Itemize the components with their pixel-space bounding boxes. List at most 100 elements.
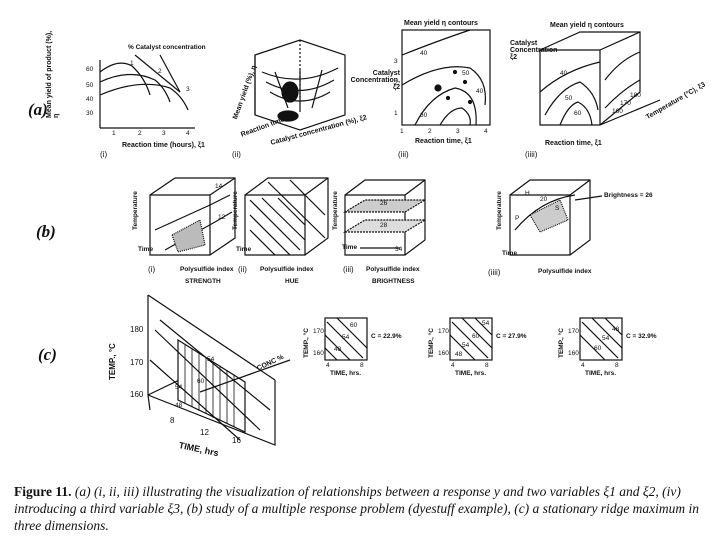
c-s3-contour-54: 54 [602,335,610,342]
b-ii-time: Time [236,246,252,253]
a-i-curve-1: 1 [130,60,134,67]
c-s2-xtick-8: 8 [485,362,489,369]
c-s1-contour-54: 54 [342,334,350,341]
c-s1-xtick-8: 8 [360,362,364,369]
b-i-ylabel: Temperature [132,191,139,230]
b-iii-ylabel: Temperature [332,191,339,230]
b-iii-xlabel: Polysulfide index [366,266,420,273]
a-i-xtick-3: 3 [162,130,166,137]
b-iii-label-34: 34 [395,246,403,253]
b-ii-xlabel: Polysulfide index [260,266,314,273]
b-iii-numeral: (iii) [343,265,354,274]
c-s3-xtick-4: 4 [581,362,585,369]
c-s2-contour-60: 60 [472,333,480,340]
c-s1-contour-48: 48 [334,346,342,353]
c-s3-ytick-170: 170 [568,328,579,335]
c-main-xtick-16: 16 [232,436,241,445]
a-iii-xtick-4: 4 [484,128,488,135]
c-main-contour-54a: 54 [207,356,215,363]
b-iii-label-28: 28 [380,222,388,229]
c-s1-ytick-160: 160 [313,350,324,357]
panel-c-slice-1 [324,317,368,361]
c-s3-xlabel: TIME, hrs. [585,370,617,377]
panel-c-slice-3 [579,317,623,361]
b-iv-time: Time [502,250,518,257]
a-iii-ytick-1: 1 [394,110,398,117]
a-i-curve-2: 2 [158,68,162,75]
c-s2-ylabel: TEMP., °C [428,328,435,358]
figure-caption-text: (a) (i, ii, iii) illustrating the visual… [14,484,700,533]
a-iv-numeral: (iiii) [525,150,538,159]
panel-a-ii-surface [254,39,346,131]
a-iv-ylabel: Catalyst Concentration ξ2 [510,40,558,61]
panel-b-iii-cube [342,179,428,256]
b-i-caption: STRENGTH [185,278,221,285]
row-label-a: (a) [28,100,48,119]
c-main-ylabel: TEMP., °C [108,343,117,380]
panel-b-i-cube [149,177,236,256]
a-i-ytick-30: 30 [86,110,94,117]
a-iv-contour-60: 60 [574,110,582,117]
a-i-ylabel: Mean yield of product (%), η [46,30,60,118]
a-i-ytick-50: 50 [86,82,94,89]
c-s2-ytick-160: 160 [438,350,449,357]
c-s2-ytick-170: 170 [438,328,449,335]
c-s1-ylabel: TEMP., °C [303,328,310,358]
c-s3-ylabel: TEMP., °C [558,328,565,358]
a-iii-contour-40: 40 [420,50,428,57]
a-iii-numeral: (iii) [398,150,409,159]
panel-c-main-3d [147,294,291,446]
a-iv-contour-40: 40 [560,70,568,77]
panel-c-slice-2 [449,317,493,361]
panel-a-i-plot [99,54,195,129]
b-iv-numeral: (iiii) [488,268,501,277]
a-iii-ylabel: Catalyst Concentration, ξ2 [350,70,400,91]
a-iv-xlabel: Reaction time, ξ1 [545,140,602,147]
c-s1-conc: C = 22.9% [371,333,402,340]
a-iii-xtick-3: 3 [456,128,460,135]
b-ii-numeral: (ii) [238,265,247,274]
b-iv-annotation: Brightness = 26 [604,192,653,199]
b-iv-label-h: H [525,190,530,197]
figure-caption-label: Figure 11. [14,484,72,499]
b-iv-label-s: S [555,205,560,212]
b-iii-time: Time [342,244,358,251]
c-main-contour-48: 48 [175,402,183,409]
a-i-curve-3: 3 [186,86,190,93]
b-i-xlabel: Polysulfide index [180,266,234,273]
a-iii-contour-60: 60 [420,112,428,119]
c-s2-contour-54a: 54 [482,320,490,327]
b-i-numeral: (i) [148,265,156,274]
figure-caption: Figure 11. (a) (i, ii, iii) illustrating… [14,483,709,534]
c-s3-xtick-8: 8 [615,362,619,369]
row-label-b: (b) [36,222,56,241]
a-i-xtick-4: 4 [186,130,190,137]
a-i-xlabel: Reaction time (hours), ξ1 [122,142,205,149]
c-s3-conc: C = 32.9% [626,333,657,340]
c-main-xtick-12: 12 [200,428,209,437]
a-ii-numeral: (ii) [232,150,241,159]
c-s2-xlabel: TIME, hrs. [455,370,487,377]
c-s1-contour-60: 60 [350,322,358,329]
a-iv-ztick-160: 160 [612,108,623,115]
a-i-xtick-1: 1 [112,130,116,137]
a-iii-xlabel: Reaction time, ξ1 [415,138,472,145]
c-main-ytick-170: 170 [130,358,144,367]
c-s1-xlabel: TIME, hrs. [330,370,362,377]
panel-b-ii-cube [244,177,329,256]
b-ii-ylabel: Temperature [232,191,239,230]
c-s1-xtick-4: 4 [326,362,330,369]
a-i-legend: % Catalyst concentration [128,44,206,51]
a-iii-ytick-3: 3 [394,58,398,65]
b-iv-label-20: 20 [540,196,548,203]
a-i-ytick-60: 60 [86,66,94,73]
a-iv-contour-50: 50 [565,95,573,102]
c-main-xtick-8: 8 [170,416,175,425]
a-iii-xtick-1: 1 [400,128,404,135]
c-s2-conc: C = 27.9% [496,333,527,340]
b-iv-xlabel: Polysulfide index [538,268,592,275]
a-iv-ztick-180: 180 [630,92,641,99]
panel-a-iv-cube [539,31,661,126]
panel-b-iv-cube [509,179,603,256]
